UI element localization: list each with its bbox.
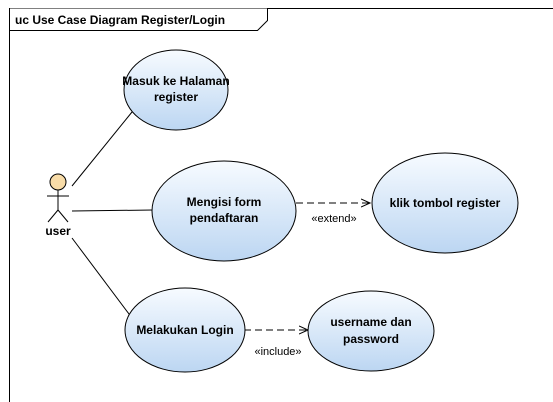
assoc-masuk (71, 111, 133, 187)
actor-user[interactable]: user (45, 173, 71, 238)
usecase-klik-tombol-register[interactable]: klik tombol register (371, 152, 519, 254)
usecase-label-line2: pendaftaran (190, 211, 259, 225)
usecase-mengisi-form[interactable]: Mengisi form pendaftaran (151, 160, 297, 262)
extend-label: «extend» (311, 213, 356, 225)
associations (71, 111, 154, 319)
usecase-label-line1: Masuk ke Halaman (122, 74, 229, 88)
actor-head-icon (49, 173, 67, 191)
assoc-login (71, 237, 133, 319)
usecase-label-line1: username dan (330, 315, 411, 329)
frame-title-tab (9, 8, 268, 31)
usecase-label: klik tombol register (390, 196, 501, 210)
usecase-label-line1: Mengisi form (187, 195, 262, 209)
dependencies: «extend» «include» (244, 203, 370, 358)
usecase-label-line2: password (343, 332, 399, 346)
usecase-username-password[interactable]: username dan password (307, 290, 435, 372)
usecase-masuk-halaman-register[interactable]: Masuk ke Halaman register (122, 49, 230, 131)
usecase-melakukan-login[interactable]: Melakukan Login (124, 287, 246, 373)
diagram-frame: uc Use Case Diagram Register/Login (9, 8, 553, 402)
include-label: «include» (254, 346, 301, 358)
usecase-label-line2: register (154, 90, 198, 104)
assoc-mengisi (71, 209, 154, 212)
actor-label: user (45, 224, 71, 238)
frame-title: uc Use Case Diagram Register/Login (15, 13, 225, 27)
usecase-label: Melakukan Login (136, 323, 233, 337)
